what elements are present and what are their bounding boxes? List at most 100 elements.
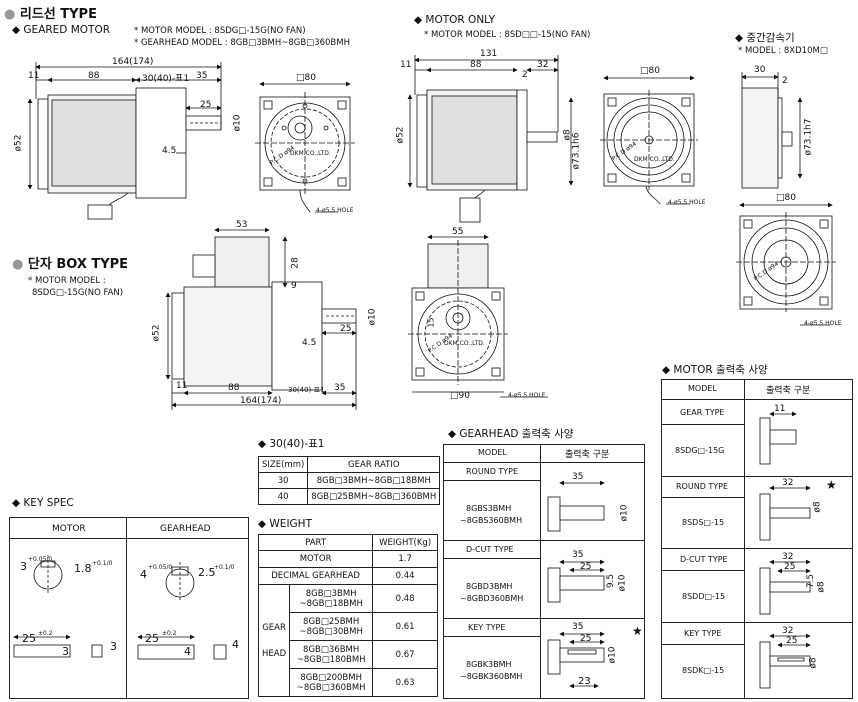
in-dim-sq80: □80 bbox=[776, 193, 796, 203]
weight-cell: 8GB□36BMH~8GB□180BMH bbox=[289, 640, 374, 669]
mo-type-divider bbox=[661, 424, 745, 425]
terminal-box-front-view bbox=[408, 234, 548, 398]
mo-dim: 7.5 bbox=[806, 573, 817, 589]
tb-dim-88: 88 bbox=[228, 383, 240, 393]
tb-dim-55: 55 bbox=[452, 227, 464, 237]
gh-dim: 25 bbox=[580, 634, 592, 644]
gh-dim: 35 bbox=[572, 550, 584, 560]
mo-model: 8SDK□-15 bbox=[682, 666, 725, 675]
gh-type-divider bbox=[443, 480, 541, 481]
key-gear-len: 25 bbox=[145, 632, 159, 645]
mo-type-divider bbox=[661, 644, 745, 645]
motor-only-side-view bbox=[407, 55, 574, 223]
gh-dim: 9.5 bbox=[606, 573, 617, 589]
weight-cell: 0.48 bbox=[372, 584, 438, 613]
gearhead-output-drawings bbox=[547, 480, 605, 689]
tb-dim-sq90: □90 bbox=[450, 391, 470, 401]
key-motor-depth: 3 bbox=[20, 560, 27, 573]
mo-dim-total: 131 bbox=[480, 49, 498, 59]
gh-star-icon: ★ bbox=[632, 624, 643, 638]
gh-th-shaft: 출력축 구분 bbox=[565, 450, 610, 460]
tb-dim-53: 53 bbox=[236, 220, 248, 230]
ratio-cell: 8GB□3BMH~8GB□18BMH bbox=[307, 472, 441, 489]
terminal-model-note-1: * MOTOR MODEL : bbox=[28, 276, 106, 286]
mo-dim: ø8 bbox=[808, 657, 819, 669]
terminal-model-note-2: 8SDG□-15G(NO FAN) bbox=[32, 288, 124, 298]
tb-dim-28: 28 bbox=[290, 257, 301, 269]
in-dim-phi73: ø73.1h7 bbox=[803, 118, 814, 156]
mo-type-key: KEY TYPE bbox=[684, 629, 722, 638]
key-gear-width-tol: +0.1/0 bbox=[214, 564, 235, 571]
weight-cell: MOTOR bbox=[257, 550, 374, 568]
tb-brand-label: DKM.CO.,LTD. bbox=[444, 340, 485, 347]
weight-cell: 0.63 bbox=[372, 668, 438, 697]
lead-type-heading: ● 리드선 TYPE bbox=[4, 7, 97, 22]
ratio-th-size: SIZE(mm) bbox=[257, 456, 309, 473]
dim-4-5: 4.5 bbox=[162, 146, 177, 156]
brand-label: DKM.CO.,LTD. bbox=[290, 150, 331, 157]
intermediate-model-note: * MODEL : 8XD10M□ bbox=[738, 46, 828, 56]
mo-type-gear: GEAR TYPE bbox=[680, 408, 725, 417]
in-dim-30: 30 bbox=[754, 65, 766, 75]
gh-row-divider bbox=[443, 540, 644, 541]
key-gear-len-tol: ±0.2 bbox=[162, 630, 177, 637]
mo-dim: 25 bbox=[786, 636, 798, 646]
weight-cell: 8GB□3BMH~8GB□18BMH bbox=[289, 584, 374, 613]
gh-type-key: KEY TYPE bbox=[468, 623, 506, 632]
intermediate-heading: ◆ 중간감속기 bbox=[735, 32, 795, 44]
mo-dim-phi73: ø73.1h6 bbox=[571, 132, 582, 170]
gh-dim: ø10 bbox=[607, 646, 618, 664]
dim-25: 25 bbox=[200, 100, 212, 110]
gh-dim: 35 bbox=[572, 622, 584, 632]
gh-dim: 35 bbox=[572, 472, 584, 482]
tb-dim-11: 11 bbox=[176, 381, 188, 391]
ratio-th-ratio: GEAR RATIO bbox=[307, 456, 441, 473]
in-dim-2: 2 bbox=[782, 76, 788, 86]
dim-88: 88 bbox=[88, 71, 100, 81]
gh-row-divider bbox=[443, 618, 644, 619]
mo-dim: 32 bbox=[782, 626, 794, 636]
mo-dim-88: 88 bbox=[470, 60, 482, 70]
mo-hdr-divider bbox=[661, 399, 852, 400]
mo-type-divider bbox=[661, 497, 745, 498]
mo-th-model: MODEL bbox=[688, 384, 717, 393]
gh-model: ~8GBK360BMH bbox=[460, 672, 523, 681]
tb-dim-phi10: ø10 bbox=[367, 308, 378, 326]
key-spec-header-motor: MOTOR bbox=[52, 524, 86, 534]
geared-motor-front-view bbox=[255, 81, 355, 213]
tb-dim-total: 164(174) bbox=[240, 396, 282, 406]
mo-type-divider bbox=[661, 570, 745, 571]
tb-dim-35: 35 bbox=[334, 383, 346, 393]
ratio-table-heading: ◆ 30(40)-표1 bbox=[258, 438, 325, 450]
key-spec-header-gearhead: GEARHEAD bbox=[160, 524, 211, 534]
motor-only-heading: ◆ MOTOR ONLY bbox=[414, 14, 496, 26]
mo-dim-phi52: ø52 bbox=[395, 126, 406, 144]
dim-phi52: ø52 bbox=[13, 134, 24, 152]
mo-dim: 11 bbox=[774, 404, 786, 414]
tb-dim-4-5: 4.5 bbox=[302, 338, 317, 348]
dim-total-length: 164(174) bbox=[112, 57, 154, 67]
mo-model: 8SDS□-15 bbox=[682, 518, 725, 527]
gearhead-model-note: * GEARHEAD MODEL : 8GB□3BMH~8GB□360BMH bbox=[134, 38, 350, 48]
in-dim-hole: 4-ø5.5 HOLE bbox=[804, 320, 842, 327]
dim-35: 35 bbox=[196, 71, 208, 81]
motor-output-frame bbox=[661, 379, 853, 699]
weight-th-weight: WEIGHT(Kg) bbox=[372, 534, 438, 551]
mo-dim-sq80: □80 bbox=[640, 66, 660, 76]
motor-only-front-view bbox=[600, 75, 698, 205]
key-gear-depth: 4 bbox=[140, 568, 147, 581]
mo-dim: 32 bbox=[782, 478, 794, 488]
mo-dim-32: 32 bbox=[537, 60, 549, 70]
gh-hdr-divider bbox=[443, 462, 644, 463]
motor-output-drawings bbox=[759, 411, 811, 689]
ratio-cell: 8GB□25BMH~8GB□360BMH bbox=[307, 488, 441, 505]
mo-col-divider bbox=[744, 379, 745, 698]
motor-only-model-note: * MOTOR MODEL : 8SD□□-15(NO FAN) bbox=[424, 30, 591, 40]
weight-cell: 0.44 bbox=[372, 567, 438, 585]
gh-dim: 25 bbox=[580, 562, 592, 572]
key-motor-h: 3 bbox=[62, 645, 69, 658]
weight-th-part: PART bbox=[257, 534, 374, 551]
dim-phi10: ø10 bbox=[232, 114, 243, 132]
